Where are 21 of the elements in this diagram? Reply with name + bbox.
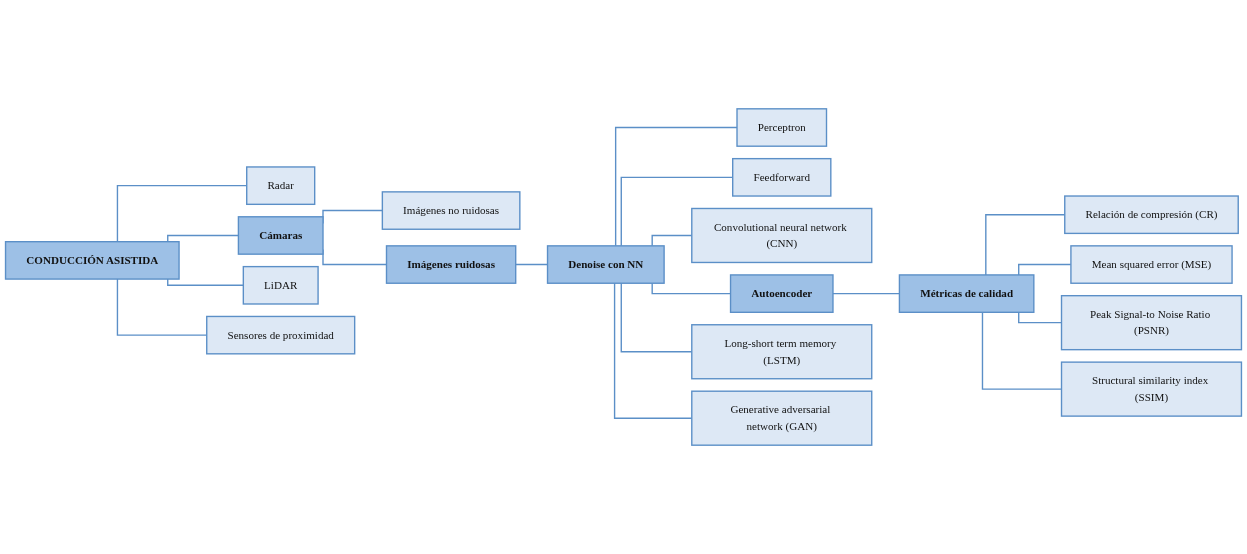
node-box: Relación de compresión (CR) xyxy=(1064,195,1239,235)
node-box: Autoencoder xyxy=(729,274,834,313)
node-box: Structural similarity index (SSIM) xyxy=(1060,361,1243,417)
node-box: Imágenes no ruidosas xyxy=(381,191,521,230)
connector xyxy=(167,278,244,286)
node-box: Sensores de proximidad xyxy=(206,315,356,355)
node-box: Métricas de calidad xyxy=(898,274,1035,313)
node-box: LiDAR xyxy=(242,265,319,305)
node-box: Convolutional neural network (CNN) xyxy=(691,207,873,264)
node-box: Feedforward xyxy=(732,157,832,197)
node-box: Long-short term memory (LSTM) xyxy=(691,324,873,380)
node-box: Generative adversarial network (GAN) xyxy=(691,390,873,446)
node-box: Denoise con NN xyxy=(546,245,665,284)
connector xyxy=(614,126,738,247)
node-box: Imágenes ruidosas xyxy=(385,245,517,284)
node-box: Mean squared error (MSE) xyxy=(1070,245,1233,284)
node-box: Cámaras xyxy=(237,216,324,255)
node-box: Perceptron xyxy=(736,108,828,147)
node-box: CONDUCCIÓN ASISTIDA xyxy=(4,241,180,280)
node-box: Radar xyxy=(246,166,316,205)
node-box: Peak Signal-to Noise Ratio (PSNR) xyxy=(1060,295,1243,351)
